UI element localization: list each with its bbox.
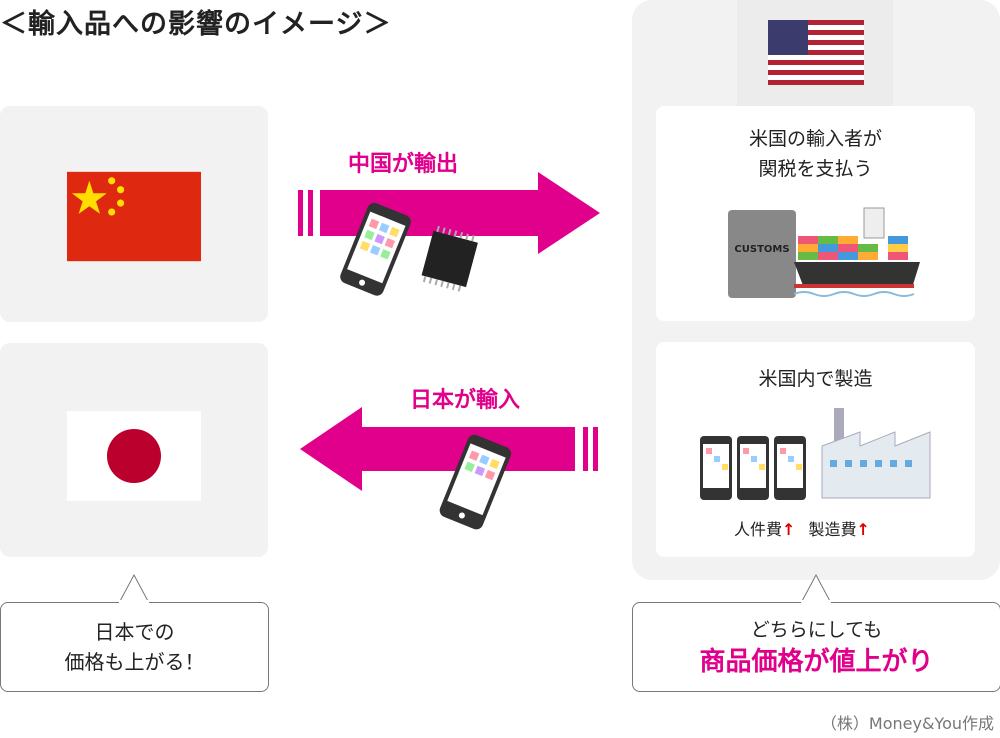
- import-arrow-icon: [300, 407, 598, 491]
- us-manufacturing-card: 米国内で製造 人件費↑ 製造費↑: [656, 342, 975, 557]
- japan-flag-icon: [67, 411, 201, 501]
- credit-text: （株）Money&You作成: [820, 714, 994, 733]
- cost-labels: 人件費↑ 製造費↑: [734, 516, 870, 540]
- right-callout: どちらにしても 商品価格が値上がり: [632, 602, 1000, 692]
- customs-book-icon: CUSTOMS: [728, 210, 796, 298]
- us-manufacturing-text: 米国内で製造: [758, 368, 873, 390]
- container-ship-icon: [794, 207, 920, 297]
- export-label: 中国が輸出: [348, 152, 459, 177]
- left-callout: 日本での 価格も上がる！: [0, 602, 269, 692]
- us-flag-icon: [768, 20, 864, 85]
- import-label: 日本が輸入: [410, 388, 521, 413]
- left-callout-text: 日本での 価格も上がる！: [64, 620, 205, 674]
- right-callout-line2: 商品価格が値上がり: [699, 647, 934, 677]
- up-arrow-icon: ↑: [856, 520, 870, 539]
- page-title: ＜輸入品への影響のイメージ＞: [0, 9, 392, 40]
- china-flag-icon: [67, 171, 201, 262]
- up-arrow-icon: ↑: [782, 520, 796, 539]
- us-importer-card: 米国の輸入者が 関税を支払う CUSTOMS: [656, 106, 975, 321]
- manufacturing-cost-label: 製造費: [808, 520, 857, 539]
- us-importer-text: 米国の輸入者が 関税を支払う: [748, 128, 882, 180]
- japan-panel: [0, 343, 268, 557]
- smartphone-and-chip-icon: [340, 202, 478, 296]
- smartphone-icon: [439, 434, 512, 530]
- phones-and-factory-icon: [700, 408, 931, 500]
- right-callout-line1: どちらにしても: [750, 619, 883, 641]
- china-panel: [0, 106, 268, 322]
- labor-cost-label: 人件費: [734, 520, 783, 539]
